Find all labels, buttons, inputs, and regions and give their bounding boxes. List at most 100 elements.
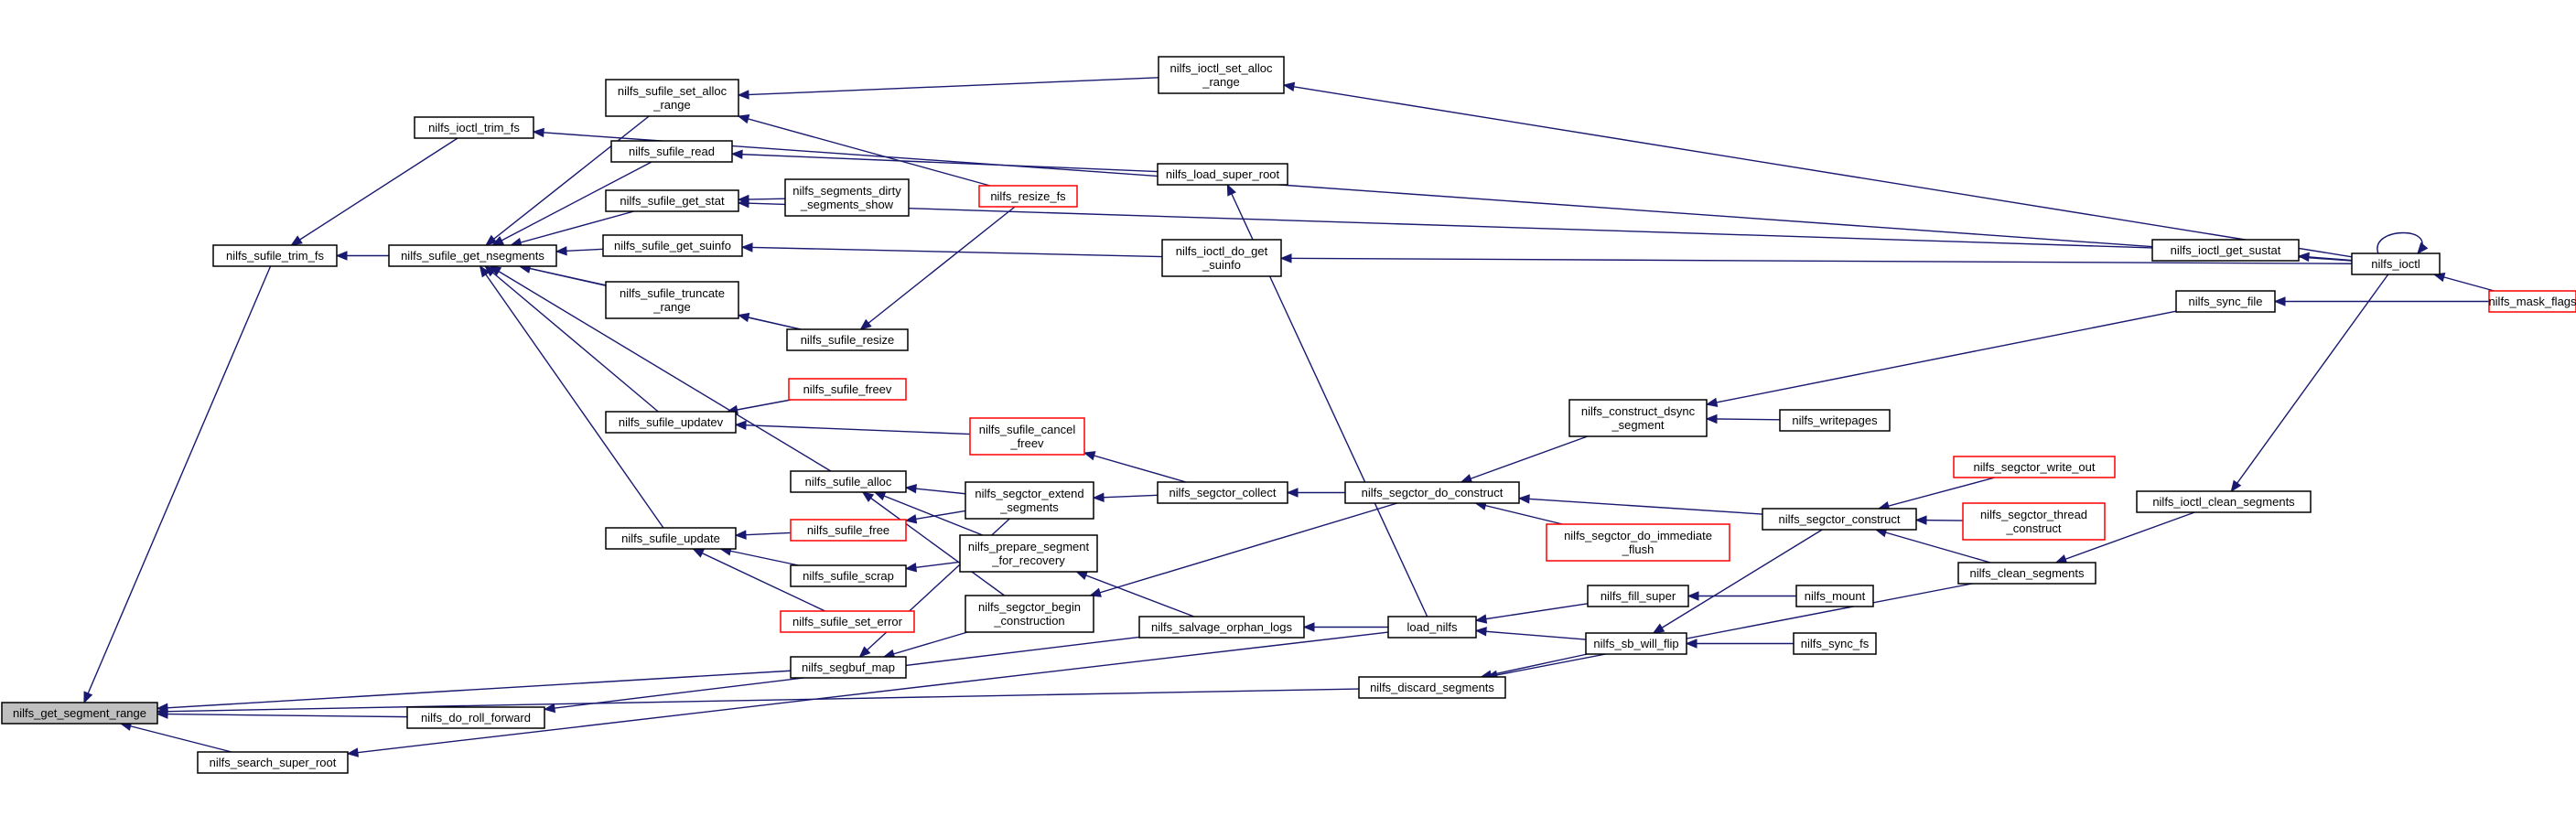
node-ioctl[interactable]: nilfs_ioctl [2351, 252, 2441, 275]
node-prepare_segment_for_recovery[interactable]: nilfs_prepare_segment_for_recovery [959, 534, 1098, 573]
node-construct_dsync_segment[interactable]: nilfs_construct_dsync_segment [1568, 399, 1708, 437]
node-label: _segments [999, 500, 1059, 514]
node-sufile_get_suinfo[interactable]: nilfs_sufile_get_suinfo [602, 234, 743, 257]
node-segctor_collect[interactable]: nilfs_segctor_collect [1157, 481, 1288, 504]
node-box [605, 527, 737, 550]
node-label: nilfs_sufile_scrap [803, 569, 894, 583]
node-segctor_extend_segments[interactable]: nilfs_segctor_extend_segments [965, 481, 1094, 520]
node-mask_flags[interactable]: nilfs_mask_flags [2488, 290, 2576, 313]
edge-arrowhead [532, 127, 544, 138]
node-sufile_trim_fs[interactable]: nilfs_sufile_trim_fs [212, 244, 338, 267]
node-do_roll_forward[interactable]: nilfs_do_roll_forward [406, 706, 545, 729]
node-sufile_alloc[interactable]: nilfs_sufile_alloc [790, 470, 907, 493]
node-box [602, 234, 743, 257]
node-load_nilfs[interactable]: load_nilfs [1387, 616, 1477, 639]
node-mount[interactable]: nilfs_mount [1795, 585, 1874, 607]
node-segctor_do_immediate_flush[interactable]: nilfs_segctor_do_immediate_flush [1546, 523, 1730, 562]
node-sync_fs[interactable]: nilfs_sync_fs [1793, 632, 1877, 655]
node-sufile_free[interactable]: nilfs_sufile_free [790, 519, 907, 542]
edge-arrowhead [479, 264, 490, 278]
node-segments_dirty_segments_show[interactable]: nilfs_segments_dirty_segments_show [784, 178, 910, 217]
node-sufile_resize[interactable]: nilfs_sufile_resize [786, 328, 909, 351]
node-clean_segments[interactable]: nilfs_clean_segments [1957, 562, 2096, 585]
edge-line [738, 314, 802, 330]
node-search_super_root[interactable]: nilfs_search_super_root [197, 751, 349, 774]
node-ioctl_get_sustat[interactable]: nilfs_ioctl_get_sustat [2151, 239, 2300, 262]
node-segctor_construct[interactable]: nilfs_segctor_construct [1762, 508, 1917, 531]
node-label: _segments_show [800, 198, 894, 211]
node-box [978, 185, 1078, 208]
node-label: nilfs_segctor_collect [1169, 486, 1276, 499]
edge-prepare_segment_for_recovery-to-sufile_scrap [904, 561, 961, 573]
node-segbuf_map[interactable]: nilfs_segbuf_map [790, 656, 907, 679]
edge-line [290, 137, 458, 246]
node-writepages[interactable]: nilfs_writepages [1779, 409, 1891, 432]
edge-load_nilfs-to-salvage_orphan_logs [1302, 622, 1388, 632]
node-discard_segments[interactable]: nilfs_discard_segments [1358, 676, 1506, 699]
node-label: nilfs_ioctl_set_alloc [1169, 61, 1273, 75]
node-sufile_set_alloc_range[interactable]: nilfs_sufile_set_alloc_range [605, 79, 739, 117]
node-sufile_read[interactable]: nilfs_sufile_read [610, 140, 733, 163]
node-salvage_orphan_logs[interactable]: nilfs_salvage_orphan_logs [1138, 616, 1305, 639]
edge-line [492, 161, 652, 246]
node-box [1779, 409, 1891, 432]
node-sync_file[interactable]: nilfs_sync_file [2175, 290, 2276, 313]
node-segctor_do_construct[interactable]: nilfs_segctor_do_construct [1344, 481, 1520, 504]
node-label: _range [652, 98, 690, 112]
node-sufile_get_nsegments[interactable]: nilfs_sufile_get_nsegments [388, 244, 557, 267]
node-box [790, 470, 907, 493]
node-sb_will_flip[interactable]: nilfs_sb_will_flip [1585, 632, 1687, 655]
node-sufile_scrap[interactable]: nilfs_sufile_scrap [790, 564, 907, 587]
edge-arrowhead [335, 251, 348, 261]
edge-sufile_scrap-to-sufile_update [719, 546, 799, 566]
edge-segctor_collect-to-segctor_extend_segments [1092, 492, 1159, 502]
edges-layer [83, 77, 2495, 757]
node-segctor_thread_construct[interactable]: nilfs_segctor_thread_construct [1962, 502, 2106, 541]
node-sufile_updatev[interactable]: nilfs_sufile_updatev [605, 411, 737, 434]
edge-line [738, 202, 2153, 249]
node-fill_super[interactable]: nilfs_fill_super [1587, 585, 1689, 607]
node-box [605, 189, 739, 212]
node-sufile_set_error[interactable]: nilfs_sufile_set_error [780, 610, 915, 633]
node-box [1587, 585, 1689, 607]
node-label: nilfs_resize_fs [990, 189, 1066, 203]
node-sufile_get_stat[interactable]: nilfs_sufile_get_stat [605, 189, 739, 212]
node-ioctl_set_alloc_range[interactable]: nilfs_ioctl_set_alloc_range [1158, 56, 1285, 94]
node-ioctl_do_get_suinfo[interactable]: nilfs_ioctl_do_get_suinfo [1161, 239, 1282, 277]
node-label: nilfs_sync_fs [1801, 637, 1870, 650]
node-label: nilfs_ioctl_do_get [1176, 244, 1268, 258]
edge-construct_dsync_segment-to-segctor_do_construct [1460, 435, 1589, 484]
edge-arrowhead [1474, 614, 1488, 624]
node-label: nilfs_construct_dsync [1581, 404, 1696, 418]
node-box [197, 751, 349, 774]
edge-line [860, 206, 1016, 330]
node-sufile_cancel_freev[interactable]: nilfs_sufile_cancel_freev [969, 417, 1085, 456]
node-box [1962, 502, 2106, 541]
node-box [610, 140, 733, 163]
node-sufile_freev[interactable]: nilfs_sufile_freev [788, 378, 907, 401]
node-label: nilfs_segctor_extend [975, 487, 1083, 500]
node-label: nilfs_sufile_resize [801, 333, 895, 347]
edge-ioctl_clean_segments-to-clean_segments [2054, 511, 2195, 564]
node-segctor_write_out[interactable]: nilfs_segctor_write_out [1953, 456, 2116, 478]
node-resize_fs[interactable]: nilfs_resize_fs [978, 185, 1078, 208]
edge-sufile_get_suinfo-to-sufile_get_nsegments [555, 246, 604, 256]
edge-line [1878, 477, 1996, 510]
node-ioctl_clean_segments[interactable]: nilfs_ioctl_clean_segments [2136, 490, 2312, 513]
node-segctor_begin_construction[interactable]: nilfs_segctor_begin_construction [965, 595, 1094, 633]
node-label: nilfs_segments_dirty [792, 184, 901, 198]
node-label: nilfs_sync_file [2189, 295, 2263, 308]
node-sufile_update[interactable]: nilfs_sufile_update [605, 527, 737, 550]
node-sufile_truncate_range[interactable]: nilfs_sufile_truncate_range [605, 281, 739, 319]
edge-segctor_do_construct-to-segctor_begin_construction [1089, 502, 1398, 597]
node-label: nilfs_sufile_get_nsegments [401, 249, 544, 263]
edge-arrowhead [1286, 488, 1299, 498]
node-load_super_root[interactable]: nilfs_load_super_root [1157, 163, 1288, 186]
edge-arrowhead [859, 318, 872, 330]
node-label: nilfs_fill_super [1601, 589, 1676, 603]
node-get_segment_range[interactable]: nilfs_get_segment_range [1, 702, 158, 725]
node-box [965, 481, 1094, 520]
edge-line [862, 491, 1006, 596]
node-ioctl_trim_fs[interactable]: nilfs_ioctl_trim_fs [414, 116, 534, 139]
edge-arrowhead [2417, 242, 2429, 255]
